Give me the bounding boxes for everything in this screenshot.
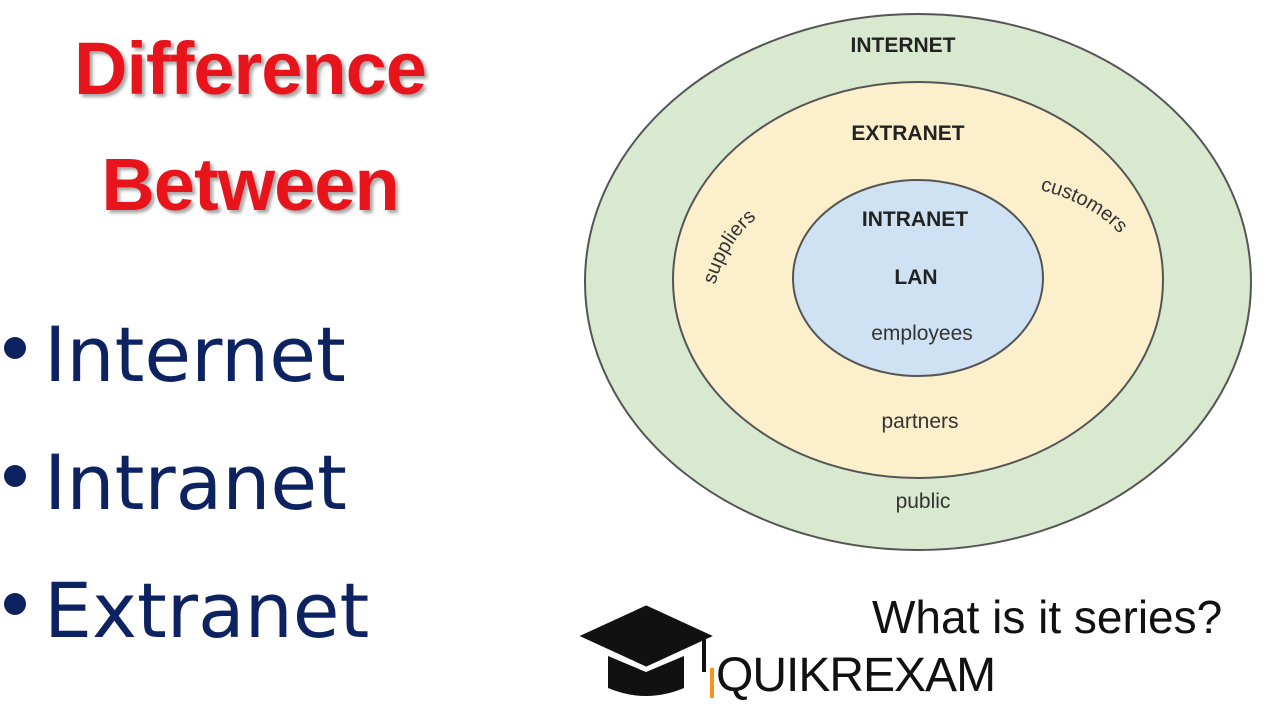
public-label: public <box>896 490 951 513</box>
bullet-label: Extranet <box>44 565 370 655</box>
extranet-label: EXTRANET <box>851 122 964 145</box>
partners-label: partners <box>881 410 958 433</box>
bullet-dot-icon <box>4 337 26 359</box>
lan-label: LAN <box>894 266 937 289</box>
bullet-dot-icon <box>4 465 26 487</box>
logo-text-part1: QUIKR <box>716 649 864 702</box>
bullet-label: Intranet <box>44 437 347 527</box>
bullet-item-intranet: Intranet <box>0 418 369 546</box>
intranet-label: INTRANET <box>862 208 968 231</box>
title-line-1: Difference <box>74 27 427 110</box>
employees-label: employees <box>871 322 973 345</box>
bullet-label: Internet <box>44 309 346 399</box>
bullet-dot-icon <box>4 593 26 615</box>
graduation-cap-icon <box>579 605 714 698</box>
bullet-item-extranet: Extranet <box>0 546 369 674</box>
series-caption: What is it series? <box>872 591 1223 643</box>
bullet-list: Internet Intranet Extranet <box>0 290 369 674</box>
title-line-2: Between <box>101 143 399 226</box>
logo-text-part2: EXAM <box>863 649 996 702</box>
internet-label: INTERNET <box>851 34 956 57</box>
network-circles-diagram: INTERNET public EXTRANET suppliers custo… <box>584 13 1252 551</box>
quikrexam-logo-text: QUIKREXAM <box>716 648 996 703</box>
bullet-item-internet: Internet <box>0 290 369 418</box>
intranet-circle <box>792 179 1044 377</box>
